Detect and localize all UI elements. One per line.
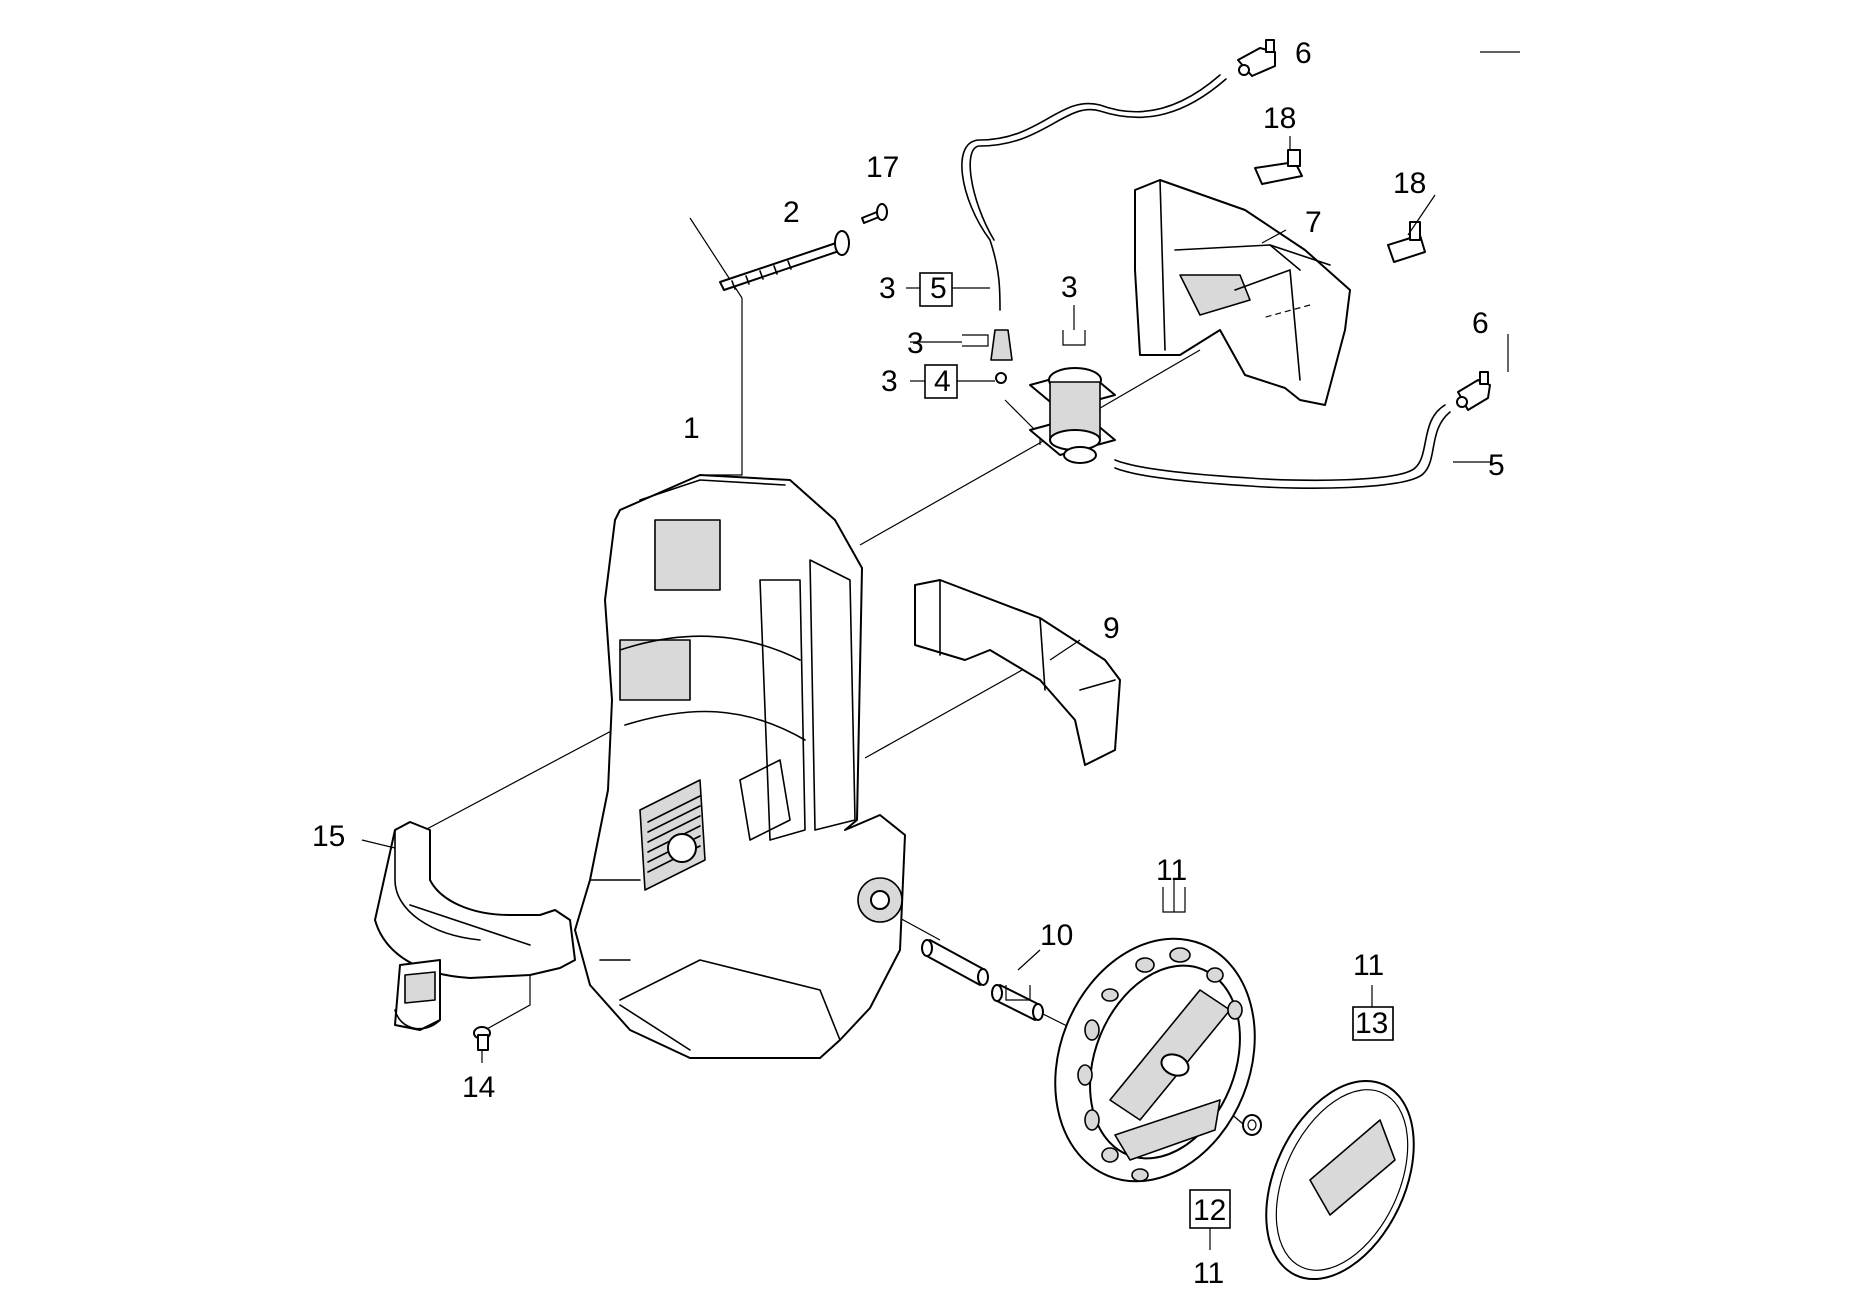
wheel <box>1054 937 1256 1183</box>
label-part-11-a: 11 <box>1156 854 1187 887</box>
label-part-7: 7 <box>1305 206 1322 239</box>
label-part-15: 15 <box>312 820 345 853</box>
label-part-18-b: 18 <box>1393 167 1426 200</box>
valve-block <box>1029 367 1116 464</box>
label-part-18-a: 18 <box>1263 102 1296 135</box>
hub-cap <box>1265 1079 1415 1281</box>
washer <box>1242 1114 1262 1136</box>
label-part-3-d: 3 <box>1061 271 1078 304</box>
upper-cover <box>1134 179 1351 406</box>
side-cover <box>914 579 1121 766</box>
label-part-10: 10 <box>1040 919 1073 952</box>
long-screw <box>719 230 850 291</box>
label-part-17: 17 <box>866 151 899 184</box>
label-part-6-a: 6 <box>1295 37 1312 70</box>
label-part-3-c: 3 <box>881 365 898 398</box>
label-part-11-c: 11 <box>1193 1257 1224 1290</box>
axle-pins <box>921 939 1044 1021</box>
label-part-3-b: 3 <box>907 327 924 360</box>
label-part-6-b: 6 <box>1472 307 1489 340</box>
connector-top <box>1237 39 1276 77</box>
small-screw-lower <box>473 1026 491 1051</box>
label-part-1: 1 <box>683 412 700 445</box>
label-part-14: 14 <box>462 1071 495 1104</box>
label-part-11-b: 11 <box>1353 949 1384 982</box>
clip-a <box>1254 149 1303 185</box>
main-housing <box>574 474 906 1059</box>
label-part-9: 9 <box>1103 612 1120 645</box>
upper-hose <box>961 74 1227 384</box>
label-boxes <box>361 51 1520 1250</box>
clip-b <box>1387 221 1426 263</box>
label-part-5-b: 5 <box>1488 449 1505 482</box>
callout-labels: 1 2 17 3 5 3 3 4 3 6 18 18 7 6 5 9 15 14… <box>312 37 1505 1290</box>
label-part-2: 2 <box>783 196 800 229</box>
small-screw <box>861 203 888 224</box>
lower-hose <box>1114 404 1451 490</box>
label-part-13: 13 <box>1355 1007 1388 1040</box>
label-part-5-a: 5 <box>930 272 947 305</box>
handle <box>374 821 576 1031</box>
label-part-12: 12 <box>1193 1194 1226 1227</box>
label-part-3-a: 3 <box>879 272 896 305</box>
connector-right <box>1456 371 1491 411</box>
label-part-4: 4 <box>934 365 951 398</box>
